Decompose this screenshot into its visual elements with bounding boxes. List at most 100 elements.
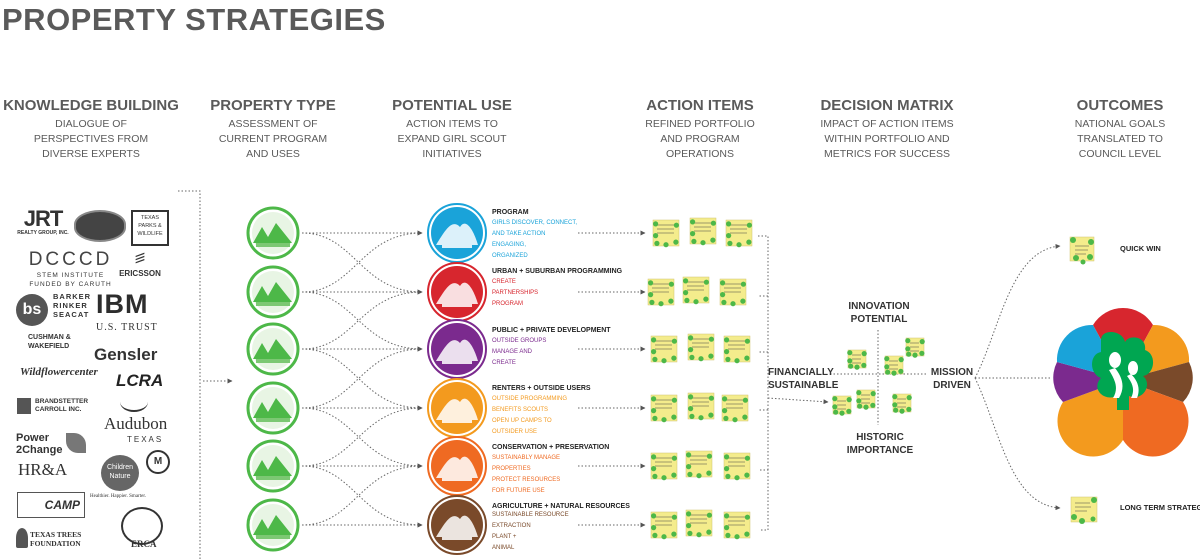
potential-use-circle-2 [427,262,487,322]
page-title: PROPERTY STRATEGIES [2,2,386,37]
sub-decision-matrix: IMPACT OF ACTION ITEMS WITHIN PORTFOLIO … [820,118,954,160]
action-note [687,333,715,362]
action-note [725,219,753,248]
action-note [650,394,678,423]
activity-icon [436,223,478,245]
matrix-note [856,389,876,410]
connector-line [301,291,423,352]
logo-ericsson-text: ERICSSON [119,269,161,278]
logo-m-circle: M [146,450,170,474]
sub-outcomes: NATIONAL GOALS TRANSLATED TO COUNCIL LEV… [1074,118,1166,160]
connector-line [301,346,423,409]
connector-line [301,232,423,295]
heading-action-items: ACTION ITEMS [646,97,754,114]
logo-bbs-circle: bs [16,294,48,326]
use-detail-conservation: SUSTAINABLY MANAGE PROPERTIES PROTECT RE… [492,455,561,494]
logo-ericsson: ≡ ERICSSON [118,246,162,278]
activity-icon [436,398,478,420]
logo-dcccd: DCCCD STEM INSTITUTE FUNDED BY CARUTH [28,249,113,289]
use-title-public-private: PUBLIC + PRIVATE DEVELOPMENT [492,327,611,334]
action-note [682,276,710,305]
property-type-circle-1 [246,206,300,260]
logo-audubon: Audubon [104,414,168,433]
activity-icon [436,515,478,537]
matrix-notes [832,337,925,416]
landscape-icon [253,398,292,418]
action-note [647,278,675,307]
logo-texas-parks: TEXAS PARKS & WILDLIFE [131,210,169,246]
property-to-use-connectors [301,230,423,528]
logo-jrt-text: JRT [23,206,64,231]
logo-hra: HR&A [18,460,68,479]
trefoil-icon [1053,308,1193,457]
logo-dcccd-text: DCCCD [28,249,113,270]
logo-brandstetter: BRANDSTETTER CARROLL INC. [17,398,88,414]
use-detail-program: GIRLS DISCOVER, CONNECT, AND TAKE ACTION… [492,220,578,259]
action-note [650,335,678,364]
matrix-label-innovation: INNOVATION POTENTIAL [848,301,910,325]
landscape-icon [253,223,292,243]
connector-line [301,463,423,526]
outcome-note-long [1070,496,1098,524]
logo-lcra: LCRA [116,371,164,390]
logo-gensler: Gensler [94,345,158,364]
action-note [652,219,680,248]
sub-action-items: REFINED PORTFOLIO AND PROGRAM OPERATIONS [645,118,755,160]
heading-decision-matrix: DECISION MATRIX [820,97,954,114]
connector-line [301,348,423,411]
matrix-note [905,337,925,358]
outcome-label-quick-win: QUICK WIN [1120,244,1161,253]
use-title-urban: URBAN + SUBURBAN PROGRAMMING [492,268,623,275]
connector-line [301,407,423,469]
outcome-note-quick [1069,236,1095,265]
property-type-circle-4 [246,381,300,435]
sub-knowledge-building: DIALOGUE OF PERSPECTIVES FROM DIVERSE EX… [33,118,149,160]
landscape-icon [253,282,292,302]
logo-power-leaf-icon [66,433,86,453]
landscape-icon [253,339,292,359]
knowledge-bracket [178,190,233,559]
heading-outcomes: OUTCOMES [1076,97,1164,114]
sub-property-type: ASSESSMENT OF CURRENT PROGRAM AND USES [218,118,328,160]
matrix-note [847,349,867,370]
use-detail-public-private: OUTSIDE GROUPS MANAGE AND CREATE [492,338,547,366]
connector-line [301,405,423,467]
landscape-icon [253,456,292,476]
use-title-renters: RENTERS + OUTSIDE USERS [492,385,591,392]
action-note [685,509,713,538]
connector-line [301,230,423,293]
logo-healthier: Healthier. Happier. Smarter. [90,494,146,499]
use-title-conservation: CONSERVATION + PRESERVATION [492,444,610,451]
action-note [719,278,747,307]
use-title-agriculture: AGRICULTURE + NATURAL RESOURCES [492,503,630,510]
logo-ibm: IBM [96,288,149,319]
logo-texas-trees-icon [16,528,28,548]
potential-use-circles [427,203,487,555]
use-detail-renters: OUTSIDE PROGRAMMING BENEFITS SCOUTS OPEN… [492,396,568,435]
logo-jrt: JRT REALTY GROUP, INC. [17,206,69,237]
logo-audubon-bird-icon [120,392,148,412]
action-note [723,335,751,364]
matrix-note [832,395,852,416]
action-note [650,452,678,481]
logo-camp-badge [74,210,126,242]
matrix-label-financial: FINANCIALLY SUSTAINABLE [768,367,839,391]
potential-use-circle-6 [427,495,487,555]
matrix-label-historic: HISTORIC IMPORTANCE [846,432,914,456]
outcome-label-long-term: LONG TERM STRATEGY [1120,503,1200,512]
potential-use-circle-1 [427,203,487,263]
property-type-circle-5 [246,439,300,493]
matrix-note [892,393,912,414]
connector-line [301,289,423,350]
property-type-circle-6 [246,498,300,552]
logo-power2change: Power 2Change [16,432,63,456]
heading-property-type: PROPERTY TYPE [210,97,336,114]
potential-use-circle-4 [427,378,487,438]
heading-potential-use: POTENTIAL USE [392,97,512,114]
logo-american-camp: CAMP [17,492,85,518]
logo-dcccd-sub: STEM INSTITUTE FUNDED BY CARUTH [29,272,112,288]
activity-icon [436,282,478,304]
outcome-curves [974,243,1061,511]
activity-icon [436,456,478,478]
use-title-program: PROGRAM [492,209,529,216]
